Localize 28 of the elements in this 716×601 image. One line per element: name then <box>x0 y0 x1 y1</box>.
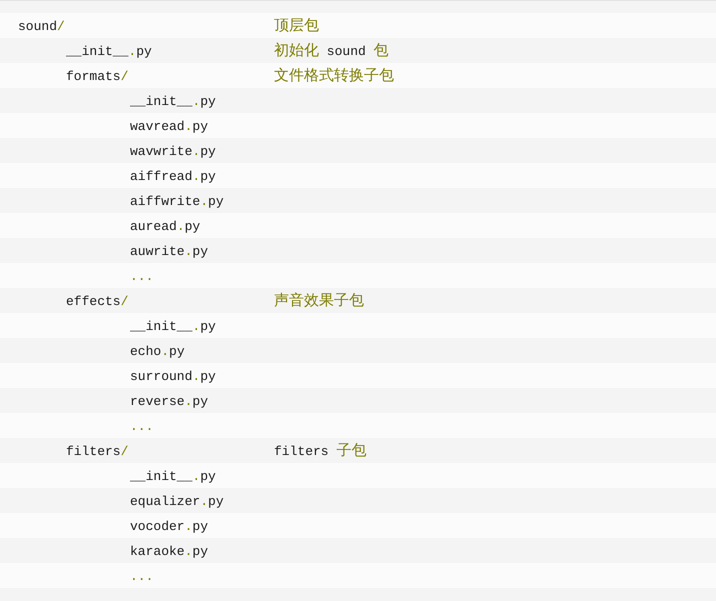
file-path-text: __init__.py <box>130 318 216 336</box>
code-comment: 文件格式转换子包 <box>274 66 394 87</box>
file-path-text: filters/ <box>66 443 128 461</box>
file-path-text: wavwrite.py <box>130 143 216 161</box>
file-path-text: effects/ <box>66 293 128 311</box>
file-path-text: karaoke.py <box>130 543 208 561</box>
code-comment: 顶层包 <box>274 17 319 37</box>
file-path-text: ... <box>130 418 154 436</box>
file-path-text: auread.py <box>130 218 200 236</box>
code-comment: filters 子包 <box>274 442 366 462</box>
file-path-text: surround.py <box>130 368 216 386</box>
file-path-text: formats/ <box>66 68 128 86</box>
file-path-text: __init__.py <box>130 468 216 486</box>
file-path-text: __init__.py <box>66 43 152 61</box>
file-path-text: sound/ <box>18 18 65 36</box>
file-path-text: aiffwrite.py <box>130 193 224 211</box>
file-path-text: wavread.py <box>130 118 208 136</box>
file-path-text: reverse.py <box>130 393 208 411</box>
file-path-text: aiffread.py <box>130 168 216 186</box>
file-path-text: __init__.py <box>130 93 216 111</box>
code-comment: 声音效果子包 <box>274 291 364 312</box>
file-path-text: echo.py <box>130 343 185 361</box>
file-path-text: ... <box>130 568 154 586</box>
code-comment: 初始化 sound 包 <box>274 42 389 62</box>
file-path-text: auwrite.py <box>130 243 208 261</box>
file-path-text: vocoder.py <box>130 518 208 536</box>
file-path-text: ... <box>130 268 154 286</box>
file-path-text: equalizer.py <box>130 493 224 511</box>
